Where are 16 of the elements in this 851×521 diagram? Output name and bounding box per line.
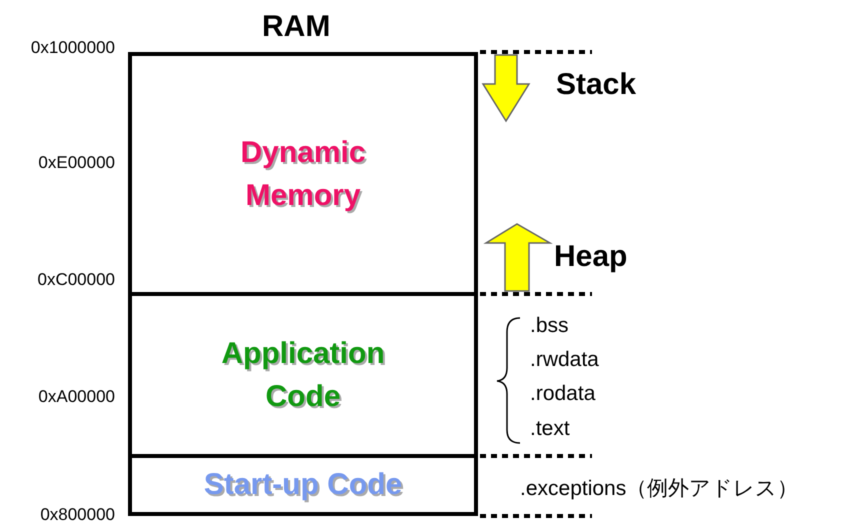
region-label: Application Code bbox=[220, 336, 386, 415]
address-label: 0xC00000 bbox=[37, 270, 115, 290]
address-label: 0x800000 bbox=[40, 505, 115, 521]
address-label: 0x1000000 bbox=[30, 38, 115, 58]
section-name: .exceptions（例外アドレス） bbox=[520, 476, 798, 502]
address-label: 0xA00000 bbox=[38, 387, 115, 407]
region-label: Start-up Code bbox=[204, 467, 402, 504]
region-name: Stack bbox=[556, 68, 636, 102]
section-name: .rwdata bbox=[530, 348, 599, 372]
section-name: .bss bbox=[530, 314, 569, 338]
region-label: Dynamic Memory bbox=[239, 134, 367, 214]
section-name: .rodata bbox=[530, 382, 596, 406]
address-label: 0xE00000 bbox=[38, 153, 115, 173]
region-name: Heap bbox=[554, 240, 628, 274]
section-name: .text bbox=[530, 417, 570, 441]
title: RAM bbox=[262, 10, 330, 44]
